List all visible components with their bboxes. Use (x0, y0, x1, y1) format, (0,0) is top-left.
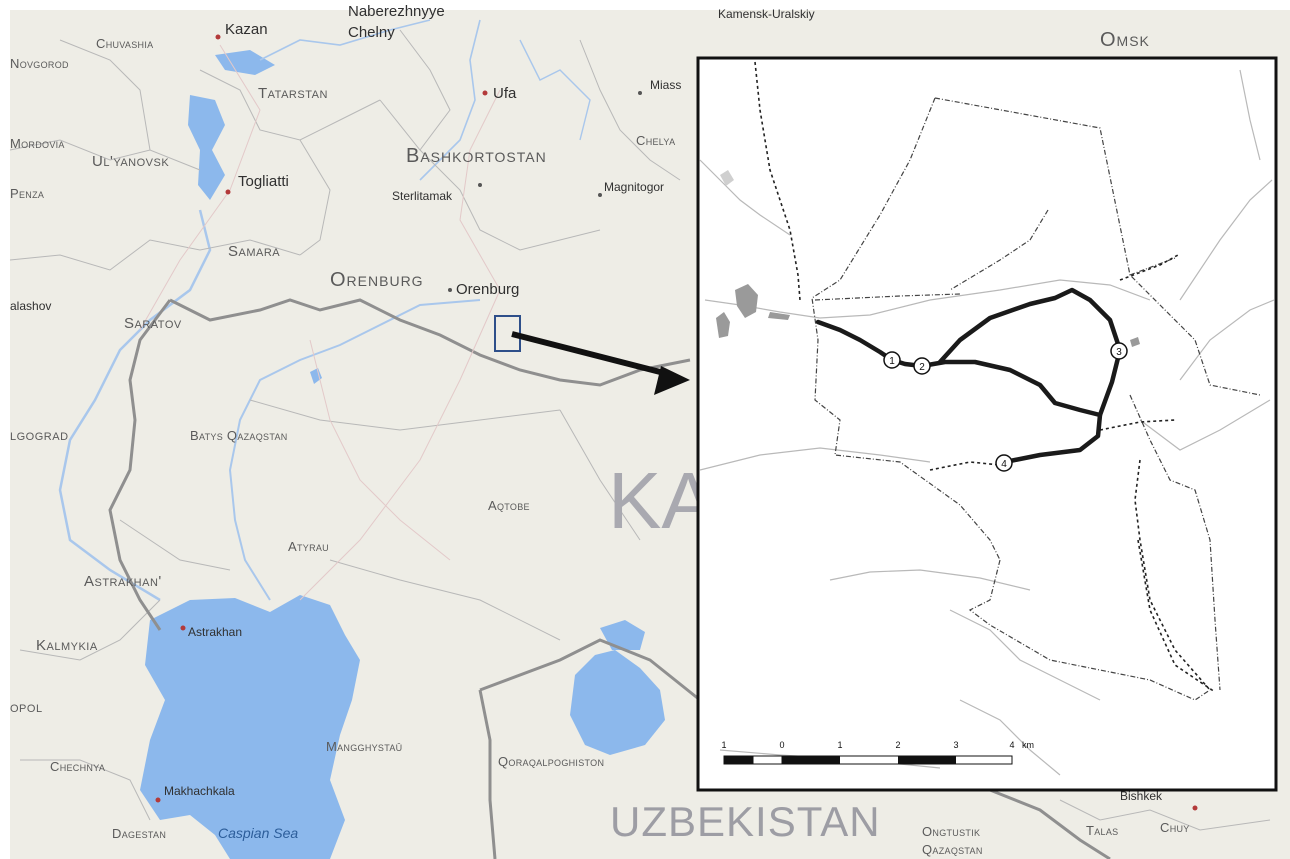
volga-river (58, 209, 212, 602)
label-bishkek: Bishkek (1120, 789, 1163, 803)
label-stavropol: opol (10, 699, 43, 716)
label-ufa: Ufa (493, 85, 517, 102)
scale-tick-2: 2 (895, 740, 900, 750)
label-astrakhan: Astrakhan (188, 625, 242, 639)
aral-sea (570, 650, 665, 755)
label-ongtustik: Ongtustik (922, 824, 980, 839)
inset-lake-1 (735, 284, 758, 318)
label-balashov: alashov (10, 299, 51, 313)
label-ulyanovsk: Ul'yanovsk (92, 153, 169, 170)
scale-tick-1: 1 (837, 740, 842, 750)
label-chuvashia: Chuvashia (96, 36, 153, 51)
label-orenburg: Orenburg (456, 281, 519, 298)
label-chechnya: Chechnya (50, 759, 105, 774)
label-talas: Talas (1086, 823, 1118, 838)
label-astrakhan-region: Astrakhan' (84, 573, 162, 590)
label-chelyabinsk: Chelya (636, 133, 675, 148)
label-samara: Samara (228, 243, 280, 260)
svg-text:3: 3 (1116, 347, 1122, 358)
scale-unit: km (1022, 740, 1034, 750)
inset-route (815, 287, 1123, 465)
kama-reservoir (215, 50, 275, 75)
inset-admin-boundaries (811, 97, 1261, 701)
label-batys-qazaqstan: Batys Qazaqstan (190, 428, 288, 443)
label-makhachkala: Makhachkala (164, 784, 235, 798)
inset-frame (696, 56, 1278, 792)
label-togliatti: Togliatti (238, 173, 289, 190)
label-qazaqstan: Qazaqstan (922, 842, 983, 857)
label-kamensk: Kamensk-Uralskiy (718, 7, 815, 21)
label-mangghystau: Mangghystaū (326, 739, 402, 754)
scale-tick-m1: 1 (721, 740, 726, 750)
city-markers (155, 34, 1198, 811)
inset-scale-bar: 1 0 1 2 3 4 km (721, 740, 1034, 765)
lake-small (310, 368, 322, 384)
label-chuy: Chuy (1160, 820, 1190, 835)
kama-river (259, 19, 431, 61)
label-miass: Miass (650, 78, 681, 92)
svg-text:2: 2 (919, 362, 925, 373)
label-qoraqalpoghiston: Qoraqalpoghiston (498, 754, 604, 769)
scale-tick-0: 0 (779, 740, 784, 750)
label-magnitogorsk: Magnitogor (604, 180, 664, 194)
label-volgograd: lgograd (10, 427, 69, 444)
svg-text:4: 4 (1001, 459, 1007, 470)
label-bashkortostan: Bashkortostan (406, 145, 547, 167)
inset-point-2: 2 (913, 357, 931, 375)
scale-tick-3: 3 (953, 740, 958, 750)
scale-tick-4: 4 (1009, 740, 1014, 750)
label-uzbekistan: UZBEKISTAN (610, 798, 881, 845)
label-aqtobe: Aqtobe (488, 498, 530, 513)
svg-text:1: 1 (889, 356, 895, 367)
region-borders (9, 29, 1271, 831)
label-dagestan: Dagestan (112, 826, 166, 841)
minor-markers (448, 91, 642, 292)
label-saratov: Saratov (124, 315, 182, 332)
pointer-arrow-shaft (511, 331, 669, 377)
inset-lake-2 (716, 312, 730, 338)
label-kalmykia: Kalmykia (36, 637, 98, 654)
pointer-arrow-head (654, 366, 690, 395)
label-atyrau: Atyrau (288, 539, 329, 554)
label-chelny: Chelny (348, 24, 395, 41)
inset-map: 1 2 3 4 1 0 1 2 3 4 km (696, 56, 1278, 792)
inset-point-3: 3 (1110, 342, 1128, 360)
volga-reservoir (188, 95, 225, 200)
top-white-strip (0, 0, 1290, 10)
label-omsk: Omsk (1100, 29, 1150, 51)
river-east (519, 39, 591, 141)
label-naberezhnyye: Naberezhnyye (348, 3, 445, 20)
label-novgorod: Novgorod (10, 56, 69, 71)
label-sterlitamak: Sterlitamak (392, 189, 453, 203)
label-kazan: Kazan (225, 21, 268, 38)
inset-lake-5 (720, 170, 734, 186)
inset-point-4: 4 (995, 454, 1013, 472)
aral-sea-north (600, 620, 645, 650)
label-mordovia: Mordovia (10, 136, 65, 151)
belaya-river (419, 19, 481, 181)
inset-point-1: 1 (883, 351, 901, 369)
roads (139, 44, 501, 601)
label-penza: Penza (10, 186, 44, 201)
label-orenburg-region: Orenburg (330, 269, 424, 291)
label-tatarstan: Tatarstan (258, 85, 328, 102)
caspian-sea (140, 595, 360, 859)
label-caspian-sea: Caspian Sea (218, 825, 298, 841)
inset-roads (754, 61, 1216, 693)
inset-lake-4 (1130, 337, 1140, 347)
inset-lake-3 (768, 312, 790, 320)
